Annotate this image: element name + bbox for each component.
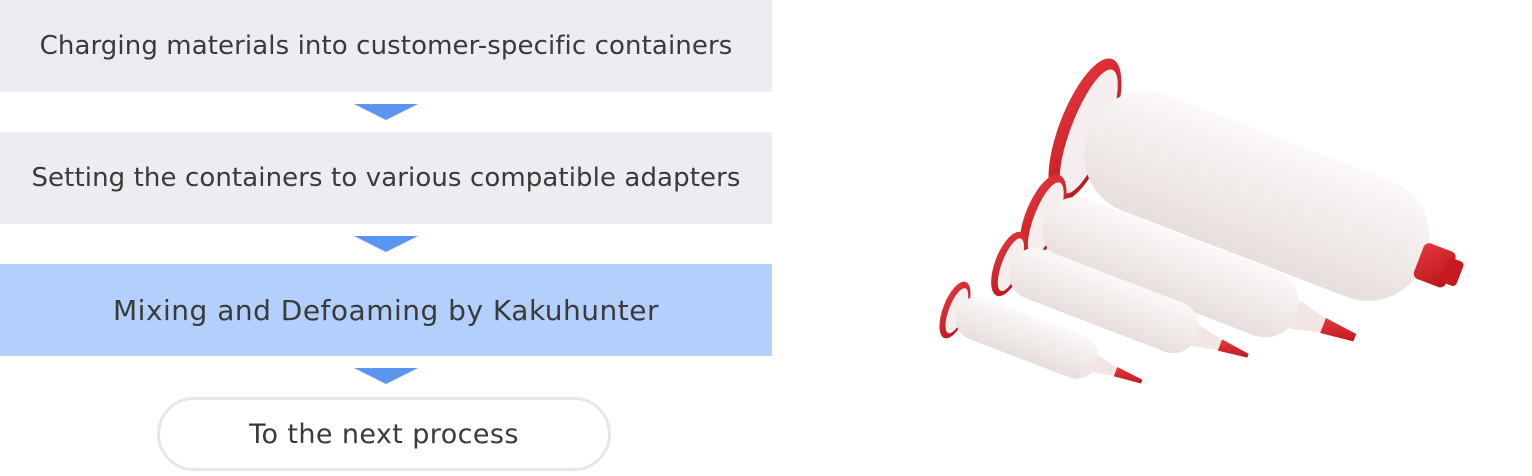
final-step-label: To the next process bbox=[249, 418, 519, 450]
syringe-containers-photo bbox=[925, 40, 1532, 440]
syringe-medium bbox=[1019, 174, 1357, 342]
step-label: Setting the containers to various compat… bbox=[31, 163, 741, 193]
syringe-large bbox=[1048, 58, 1464, 301]
step-label: Mixing and Defoaming by Kakuhunter bbox=[112, 293, 660, 327]
down-arrow-icon bbox=[354, 104, 418, 120]
step-mixing-defoaming: Mixing and Defoaming by Kakuhunter bbox=[0, 264, 772, 356]
step-charging-materials: Charging materials into customer-specifi… bbox=[0, 0, 772, 92]
step-setting-containers: Setting the containers to various compat… bbox=[0, 132, 772, 224]
down-arrow-icon bbox=[354, 236, 418, 252]
syringe-smallest bbox=[939, 281, 1143, 384]
step-label: Charging materials into customer-specifi… bbox=[39, 31, 733, 61]
down-arrow-icon bbox=[354, 368, 418, 384]
syringe-small bbox=[991, 231, 1249, 358]
final-step-next-process: To the next process bbox=[157, 397, 611, 471]
process-flowchart: Charging materials into customer-specifi… bbox=[0, 0, 772, 471]
